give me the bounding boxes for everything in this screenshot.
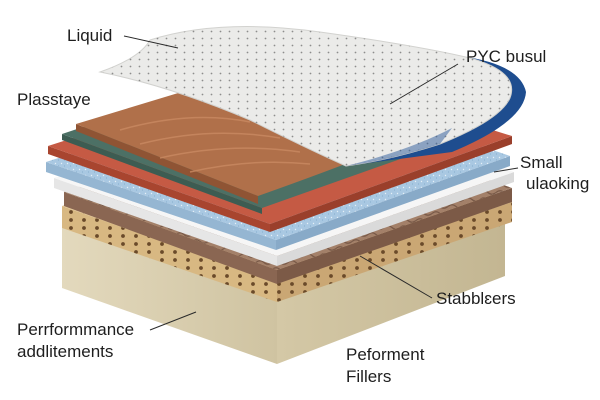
- label-stabblsers: Stabblɛers: [436, 289, 516, 308]
- leader-small: [493, 167, 519, 173]
- leader-liquid: [123, 35, 179, 49]
- label-performance-line2: addlitements: [17, 342, 114, 361]
- label-plasstaye: Plasstaye: [17, 90, 91, 109]
- label-small-line1: Small: [520, 153, 563, 172]
- leader-pvc: [389, 63, 459, 105]
- leader-performance: [149, 311, 197, 331]
- label-liquid: Liquid: [67, 26, 113, 45]
- label-small-line2: ulaoking: [526, 174, 590, 193]
- label-peforment-line2: Fillers: [346, 367, 392, 386]
- leader-lines: [123, 35, 519, 331]
- label-peforment-line1: Peforment: [346, 345, 425, 364]
- label-pvc-busul: PYC busul: [466, 47, 547, 66]
- label-performance-line1: Perrformmance: [17, 320, 135, 339]
- leader-stabblsers: [359, 255, 433, 299]
- curled-top-sheet: [98, 26, 526, 167]
